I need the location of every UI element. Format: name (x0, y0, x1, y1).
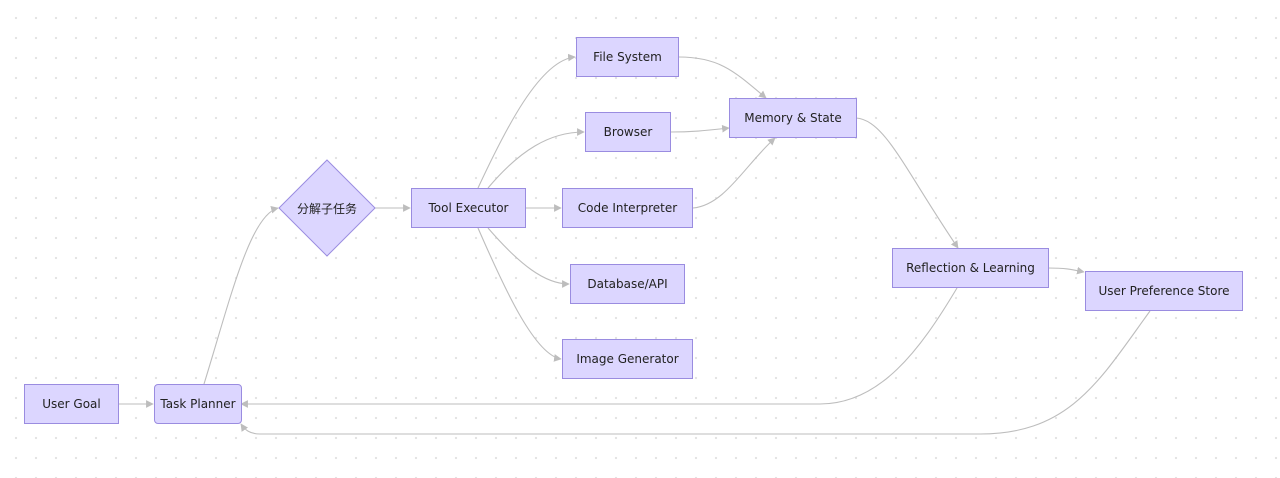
node-code-interpreter[interactable]: Code Interpreter (562, 188, 693, 228)
node-image-generator[interactable]: Image Generator (562, 339, 693, 379)
decision-diamond-shape (278, 159, 376, 257)
edge-reflection-learning-to-user-preference-store (1047, 266, 1085, 275)
node-reflection-learning[interactable]: Reflection & Learning (892, 248, 1049, 288)
edge-reflection-learning-to-task-planner (240, 287, 958, 408)
edge-tool-executor-to-file-system (477, 53, 576, 189)
edge-memory-state-to-reflection-learning (855, 117, 959, 249)
edge-tool-executor-to-browser (487, 128, 585, 189)
node-file-system[interactable]: File System (576, 37, 679, 77)
node-tool-executor[interactable]: Tool Executor (411, 188, 526, 228)
node-database-api[interactable]: Database/API (570, 264, 685, 304)
node-decompose-subtasks[interactable]: 分解子任务 (296, 201, 357, 216)
node-memory-state[interactable]: Memory & State (729, 98, 857, 138)
edge-code-interpreter-to-memory-state (692, 137, 776, 209)
node-task-planner[interactable]: Task Planner (154, 384, 242, 424)
node-user-goal[interactable]: User Goal (24, 384, 119, 424)
edge-task-planner-to-decompose (203, 205, 279, 385)
edge-tool-executor-to-image-generator (477, 227, 562, 362)
edge-file-system-to-memory-state (678, 56, 767, 99)
edge-user-preference-store-to-task-planner (240, 310, 1151, 435)
edge-tool-executor-to-database-api (487, 227, 570, 288)
node-user-preference-store[interactable]: User Preference Store (1085, 271, 1243, 311)
edge-browser-to-memory-state (669, 124, 730, 133)
node-browser[interactable]: Browser (585, 112, 671, 152)
